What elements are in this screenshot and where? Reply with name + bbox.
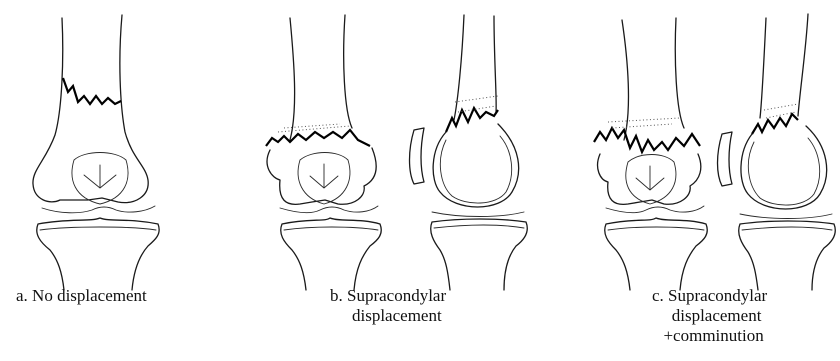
- panel-b-lateral-tibia: [431, 219, 528, 290]
- panel-a-fracture-line: [63, 78, 121, 104]
- panel-c-fracture-line: [594, 128, 700, 152]
- panel-a-femur: [33, 15, 148, 203]
- panel-b-caption-line-2: displacement: [330, 306, 446, 326]
- panel-c-patella: [626, 155, 676, 205]
- panel-c-caption-line-3: +comminution: [652, 326, 767, 346]
- panel-b-caption-line-1: b. Supracondylar: [330, 286, 446, 306]
- panel-c-lateral-fracture: [752, 114, 798, 134]
- panel-b-lateral-shaft: [454, 15, 496, 120]
- panel-c-lateral-shaft: [760, 14, 808, 118]
- panel-c-lateral-condyle: [741, 126, 827, 209]
- panel-b-femur-shaft: [290, 15, 352, 140]
- panel-c-knee-anterior: [594, 18, 707, 290]
- panel-c-caption: c. Supracondylar displacement +comminuti…: [652, 286, 767, 346]
- panel-b-lateral-fracture: [446, 108, 498, 132]
- panel-a-caption-line-1: a. No displacement: [16, 286, 147, 306]
- panel-b-lateral-condyle: [433, 124, 519, 207]
- panel-b-knee-anterior: [266, 15, 381, 290]
- panel-b-femur-condyles: [267, 148, 376, 204]
- panel-b-lateral-patella: [410, 128, 425, 184]
- panel-c-knee-lateral: [718, 14, 836, 290]
- panel-a-knee-anterior: [33, 15, 159, 290]
- panel-b-caption: b. Supracondylar displacement: [330, 286, 446, 326]
- panel-a-caption: a. No displacement: [16, 286, 147, 306]
- panel-c-lateral-patella: [718, 132, 733, 186]
- panel-c-femur-condyles: [598, 154, 701, 204]
- panel-c-femur-shaft: [622, 18, 684, 140]
- panel-c-caption-line-1: c. Supracondylar: [652, 286, 767, 306]
- panel-c-caption-line-2: displacement: [652, 306, 767, 326]
- panel-c-lateral-tibia: [739, 221, 836, 290]
- panel-b-fracture-line: [266, 130, 370, 146]
- panel-b-knee-lateral: [410, 15, 528, 290]
